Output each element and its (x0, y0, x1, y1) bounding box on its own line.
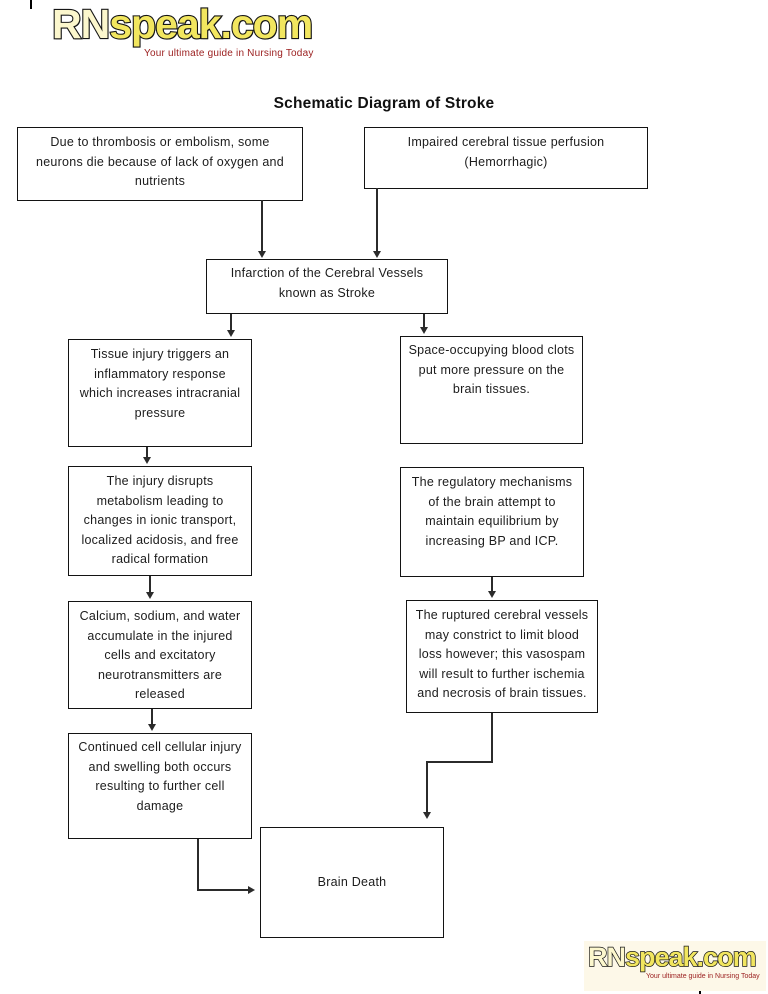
arrow-regulatory-to-ruptured-head (487, 591, 496, 598)
connector-continued-to-death-v (197, 839, 199, 891)
rnspeak-wordmark-small: RNspeak.com (587, 942, 766, 972)
node-tissue-injury: Tissue injury triggers an inflammatory r… (68, 339, 252, 447)
connector-ruptured-to-death-v1 (491, 713, 493, 763)
connector-continued-to-death-head (248, 885, 255, 894)
brand-prefix: RN (587, 942, 626, 972)
node-injury-disrupts-metabolism: The injury disrupts metabolism leading t… (68, 466, 252, 576)
node-infarction: Infarction of the Cerebral Vessels known… (206, 259, 448, 314)
brand-suffix: speak.com (108, 1, 314, 47)
rnspeak-tagline-small: Your ultimate guide in Nursing Today (646, 973, 760, 980)
arrow-injury-to-calcium-head (145, 592, 154, 599)
brand-prefix: RN (51, 1, 111, 47)
node-calcium-sodium-water: Calcium, sodium, and water accumulate in… (68, 601, 252, 709)
arrow-calcium-to-continued-head (147, 724, 156, 731)
node-ruptured-vessels: The ruptured cerebral vessels may constr… (406, 600, 598, 713)
arrow-thrombosis-to-infarction-head (257, 251, 266, 258)
connector-continued-to-death-h (197, 889, 249, 891)
node-continued-cell-injury: Continued cell cellular injury and swell… (68, 733, 252, 839)
page-edge-mark-top (30, 0, 32, 9)
arrow-infarction-to-clots-head (419, 327, 428, 334)
arrow-perfusion-to-infarction-stem (376, 188, 378, 252)
rnspeak-tagline: Your ultimate guide in Nursing Today (144, 48, 314, 59)
arrow-infarction-to-clots-stem (423, 314, 425, 328)
brand-suffix: speak.com (624, 942, 757, 972)
rnspeak-logo-top: RNspeak.com Your ultimate guide in Nursi… (51, 1, 314, 66)
connector-ruptured-to-death-head (422, 812, 431, 819)
arrow-perfusion-to-infarction-head (372, 251, 381, 258)
arrow-thrombosis-to-infarction-stem (261, 200, 263, 252)
arrow-regulatory-to-ruptured-stem (491, 577, 493, 592)
node-regulatory-mechanisms: The regulatory mechanisms of the brain a… (400, 467, 584, 577)
connector-ruptured-to-death-v2 (426, 761, 428, 813)
arrow-infarction-to-tissue-stem (230, 314, 232, 331)
node-brain-death: Brain Death (260, 827, 444, 938)
arrow-infarction-to-tissue-head (226, 330, 235, 337)
node-blood-clots: Space-occupying blood clots put more pre… (400, 336, 583, 444)
rnspeak-logo-bottom: RNspeak.com Your ultimate guide in Nursi… (584, 941, 766, 991)
arrow-tissue-to-injury-stem (146, 447, 148, 458)
arrow-injury-to-calcium-stem (149, 576, 151, 593)
node-impaired-perfusion: Impaired cerebral tissue perfusion (Hemo… (364, 127, 648, 189)
arrow-tissue-to-injury-head (142, 457, 151, 464)
connector-ruptured-to-death-h (426, 761, 493, 763)
rnspeak-wordmark: RNspeak.com (51, 1, 314, 47)
node-thrombosis: Due to thrombosis or embolism, some neur… (17, 127, 303, 201)
arrow-calcium-to-continued-stem (151, 709, 153, 725)
diagram-title: Schematic Diagram of Stroke (273, 95, 495, 112)
